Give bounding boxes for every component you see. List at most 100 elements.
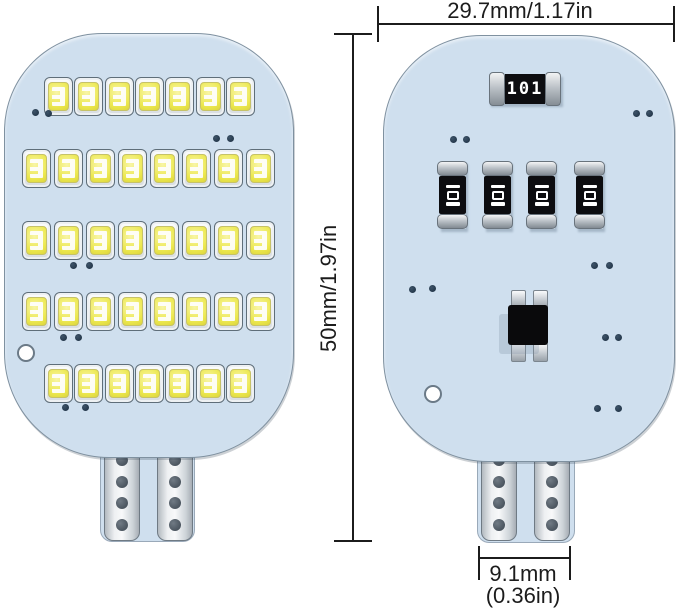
resistor-body: 101 [505,74,545,104]
led-emitter [250,297,271,326]
smd-led [214,149,243,188]
via-dot [213,135,220,142]
led-emitter [26,154,47,183]
smd-led [54,221,83,260]
smd-resistor-vertical [574,161,605,229]
pin-hole [546,518,558,531]
smd-led [118,292,147,331]
mounting-hole [424,385,442,403]
smd-resistor-vertical [526,161,557,229]
led-emitter [58,154,79,183]
base-width-tick-right [569,546,571,580]
led-emitter [78,82,99,111]
led-emitter [78,369,99,398]
resistor-code-bar [534,202,549,206]
resistor-end-cap [574,161,605,176]
resistor-body [439,176,466,214]
resistor-code-zero [446,190,459,200]
led-highlight [143,374,156,393]
smd-led [86,221,115,260]
smd-led [135,364,164,403]
via-dot [429,285,436,292]
led-highlight [222,302,235,321]
resistor-code-zero [491,190,504,200]
led-emitter [109,82,130,111]
resistor-code-bar [490,202,505,206]
smd-led [165,77,194,116]
led-emitter [230,82,251,111]
led-highlight [204,374,217,393]
led-emitter [169,369,190,398]
led-highlight [190,159,203,178]
led-highlight [30,231,43,250]
resistor-code-101-vertical [445,184,460,206]
resistor-code-101-vertical [582,184,597,206]
via-dot [62,404,69,411]
led-emitter [154,297,175,326]
led-highlight [30,302,43,321]
smd-led [214,292,243,331]
resistor-end-cap [482,214,513,229]
smd-led [54,292,83,331]
pin-hole [169,475,181,488]
led-highlight [158,231,171,250]
smd-led [182,221,211,260]
via-dot [450,136,457,143]
smd-led [182,292,211,331]
led-emitter [186,297,207,326]
smd-led [74,77,103,116]
led-highlight [254,231,267,250]
height-dimension-label: 50mm/1.97in [316,224,341,352]
led-emitter [48,82,69,111]
smd-led [226,77,255,116]
resistor-body [576,176,603,214]
via-dot [646,110,653,117]
via-dot [606,262,613,269]
led-emitter [139,369,160,398]
resistor-code-101-vertical [490,184,505,206]
led-emitter [26,226,47,255]
led-emitter [200,82,221,111]
led-highlight [126,231,139,250]
via-dot [45,110,52,117]
resistor-end-cap [574,214,605,229]
height-dimension-tick-top [334,33,372,35]
ic-chip [508,305,548,345]
resistor-end-cap [545,72,561,106]
led-highlight [173,87,186,106]
led-highlight [30,159,43,178]
led-emitter [58,226,79,255]
via-dot [82,404,89,411]
led-emitter [122,154,143,183]
led-highlight [82,87,95,106]
pin-hole [169,518,181,531]
base-width-tick-left [478,546,480,580]
led-emitter [186,154,207,183]
resistor-code-bar [534,184,549,188]
smd-led [196,364,225,403]
resistor-end-cap [489,72,505,106]
pcb-board-back: 101 [383,35,675,462]
pin-hole [546,497,558,510]
smd-led [44,77,73,116]
smd-resistor-vertical [482,161,513,229]
led-highlight [62,302,75,321]
base-width-dimension-line [479,557,571,559]
led-emitter [230,369,251,398]
led-highlight [234,374,247,393]
led-emitter [90,297,111,326]
pin-hole [546,475,558,488]
led-highlight [222,159,235,178]
led-highlight [62,159,75,178]
led-highlight [52,374,65,393]
pin-hole [116,475,128,488]
led-highlight [173,374,186,393]
via-dot [75,334,82,341]
pin-hole [493,497,505,510]
smd-led [86,292,115,331]
pin-hole [493,518,505,531]
led-highlight [82,374,95,393]
led-highlight [222,231,235,250]
resistor-code-bar [445,202,460,206]
